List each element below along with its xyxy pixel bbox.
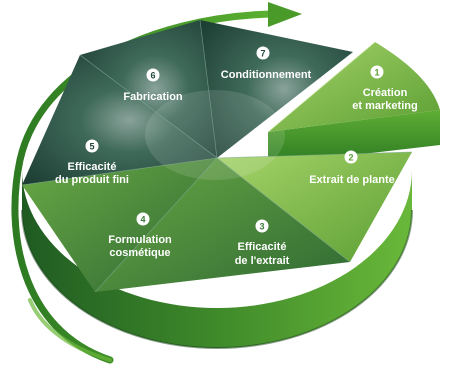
label-group-2: 2 Extrait de plante <box>309 150 395 186</box>
segment-6 <box>80 20 217 158</box>
segment-3-line-1: Efficacité <box>238 241 287 253</box>
pie-top <box>21 19 413 293</box>
arrow-head-icon <box>268 2 302 27</box>
label-group-7: 7 Conditionnement <box>221 46 312 81</box>
segment-6-number: 6 <box>150 71 155 81</box>
segment-1-line-2: et marketing <box>352 100 417 112</box>
label-group-4: 4 Formulation cosmétique <box>108 212 172 259</box>
segment-5-line-1: Efficacité <box>68 161 117 173</box>
segment-2-number: 2 <box>348 153 353 163</box>
label-group-3: 3 Efficacité de l'extrait <box>235 219 290 267</box>
pie-side <box>22 170 412 348</box>
segment-4-line-1: Formulation <box>108 234 172 246</box>
segment-2 <box>217 152 412 262</box>
segment-1 <box>268 42 440 132</box>
segment-5 <box>22 55 217 185</box>
segment-5-line-2: du produit fini <box>55 174 129 186</box>
segment-4-line-2: cosmétique <box>109 247 170 259</box>
segment-4 <box>22 158 217 292</box>
segment-7-line-1: Conditionnement <box>221 69 312 81</box>
segment-3-number: 3 <box>259 222 264 232</box>
segment-7 <box>200 20 353 158</box>
segment-3-line-2: de l'extrait <box>235 255 290 267</box>
wedge-side <box>268 110 440 165</box>
segment-1-number: 1 <box>374 68 379 78</box>
label-group-5: 5 Efficacité du produit fini <box>55 139 129 186</box>
segment-5-number: 5 <box>89 142 94 152</box>
segment-4-number: 4 <box>140 215 145 225</box>
label-group-1: 1 Création et marketing <box>352 65 418 112</box>
segment-1-line-1: Création <box>363 87 408 99</box>
segment-6-line-1: Fabrication <box>123 91 183 103</box>
segment-7-number: 7 <box>260 49 265 59</box>
segment-2-line-1: Extrait de plante <box>309 174 395 186</box>
label-group-6: 6 Fabrication <box>123 68 183 103</box>
segment-3 <box>95 158 350 292</box>
